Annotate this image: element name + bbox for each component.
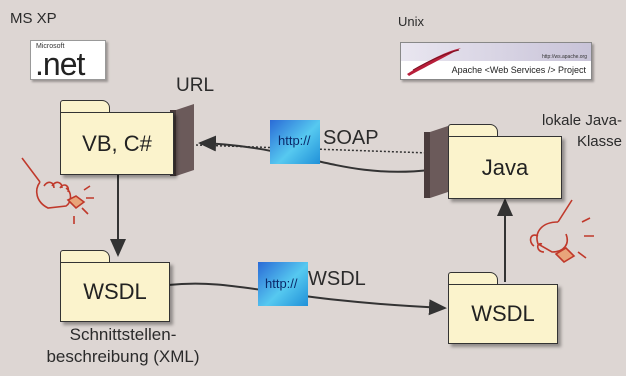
wsdl-left-folder-label: WSDL [60, 262, 170, 322]
dotnet-logo-net-text: .net [35, 46, 85, 82]
wsdl-http-prefix: http:// [265, 276, 298, 291]
wsdl-http-badge [258, 262, 308, 306]
url-label: URL [176, 75, 215, 96]
dotnet-logo-microsoft-text: Microsoft [36, 43, 65, 50]
client-folder-label: VB, C# [60, 112, 174, 175]
apache-feather-icon [407, 48, 461, 76]
wsdl-right-folder: WSDL [448, 272, 558, 344]
client-folder: VB, C# [60, 100, 174, 175]
apache-logo-url: http://ws.apache.org [541, 54, 587, 60]
platform-label-ms-xp: MS XP [10, 10, 57, 27]
platform-label-unix: Unix [398, 14, 425, 29]
soap-http-badge [270, 120, 320, 164]
hand-press-icon-right [529, 199, 594, 264]
java-class-label: lokale Java- Klasse [541, 112, 622, 150]
java-folder-label: Java [448, 136, 562, 199]
hand-press-icon-left [21, 157, 94, 224]
dotnet-logo: Microsoft .net [30, 40, 106, 82]
interface-description-label: Schnittstellen- beschreibung (XML) [46, 325, 200, 366]
wsdl-right-folder-label: WSDL [448, 284, 558, 344]
apache-logo-project-text: Apache <Web Services /> Project [451, 65, 586, 75]
java-endpoint-port [424, 126, 448, 198]
soap-label: SOAP [323, 127, 379, 149]
apache-logo-stripe [401, 43, 591, 61]
soap-http-prefix: http:// [278, 133, 311, 148]
wsdl-connection-label: WSDL [308, 268, 366, 290]
wsdl-left-folder: WSDL [60, 250, 170, 322]
apache-ws-logo: http://ws.apache.org Apache <Web Service… [400, 42, 592, 80]
java-folder: Java [448, 124, 562, 199]
